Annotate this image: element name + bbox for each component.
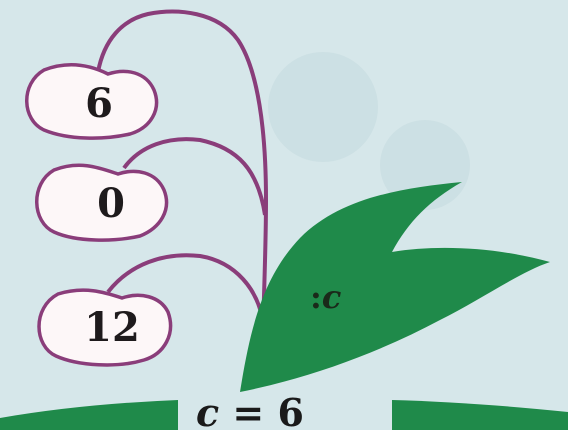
leaf (240, 182, 550, 392)
equation-equals-sign: = (232, 390, 265, 430)
equation: c = 6 (196, 390, 304, 430)
petal-middle (35, 163, 169, 242)
petal-middle-number: 0 (97, 180, 125, 227)
leaf-operation: :c (310, 278, 341, 316)
equation-variable: c (196, 390, 220, 430)
ground-right (392, 400, 568, 430)
background-ghost-circle (268, 52, 378, 162)
petal-bottom-number: 12 (84, 304, 140, 351)
petal-top (25, 63, 159, 140)
petal-top-number: 6 (85, 80, 113, 127)
equation-value: 6 (277, 390, 304, 430)
petal-bottom (37, 288, 173, 367)
main-stem (96, 9, 269, 357)
division-sign: : (310, 278, 322, 316)
operation-variable: c (321, 278, 342, 316)
lower-stalk (106, 253, 265, 323)
ground-left (0, 400, 178, 430)
middle-stalk (122, 137, 267, 216)
